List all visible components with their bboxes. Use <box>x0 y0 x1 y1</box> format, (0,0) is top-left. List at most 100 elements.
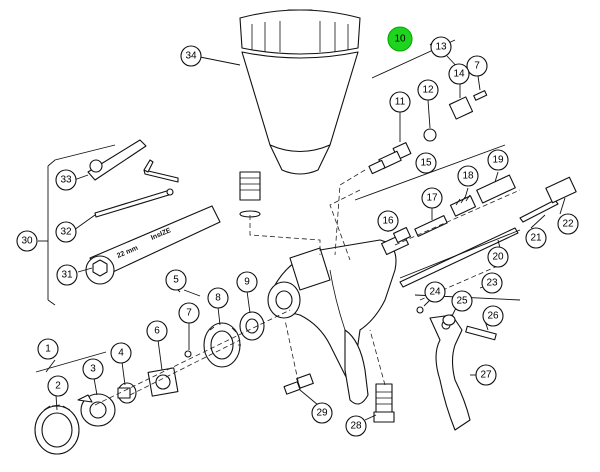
callout-5[interactable]: 5 <box>165 269 187 291</box>
callout-25[interactable]: 25 <box>451 290 473 312</box>
svg-text:28: 28 <box>350 421 362 432</box>
callout-8[interactable]: 8 <box>207 287 229 309</box>
screw-24 <box>416 306 424 314</box>
air-inlet-28 <box>373 383 395 423</box>
screw-7a <box>184 350 192 358</box>
spanner-wrench-31: InsIZE 22 mm <box>85 205 221 285</box>
svg-text:10: 10 <box>394 34 406 45</box>
callout-33[interactable]: 33 <box>55 169 77 191</box>
knob-19 <box>476 174 516 204</box>
callout-9[interactable]: 9 <box>236 271 258 293</box>
callout-28[interactable]: 28 <box>345 415 367 437</box>
callout-26[interactable]: 26 <box>482 305 504 327</box>
spring-17 <box>414 215 448 237</box>
svg-text:27: 27 <box>480 370 492 381</box>
svg-text:7: 7 <box>186 308 192 319</box>
knob-22 <box>545 176 577 204</box>
callout-27[interactable]: 27 <box>475 364 497 386</box>
trigger <box>429 314 471 431</box>
seal-8 <box>203 322 241 368</box>
callout-4[interactable]: 4 <box>110 342 132 364</box>
callout-7-right[interactable]: 7 <box>466 55 488 77</box>
callout-13[interactable]: 13 <box>430 36 452 58</box>
svg-text:13: 13 <box>435 42 447 53</box>
callout-17[interactable]: 17 <box>421 187 443 209</box>
svg-text:16: 16 <box>382 216 394 227</box>
callout-18[interactable]: 18 <box>457 165 479 187</box>
svg-text:29: 29 <box>316 408 328 419</box>
callout-7-left[interactable]: 7 <box>178 302 200 324</box>
svg-text:32: 32 <box>60 227 72 238</box>
callout-31[interactable]: 31 <box>56 264 78 286</box>
svg-text:22: 22 <box>562 219 574 230</box>
svg-text:14: 14 <box>453 69 465 80</box>
callout-34[interactable]: 34 <box>180 45 202 67</box>
svg-text:3: 3 <box>90 364 96 375</box>
svg-text:34: 34 <box>185 51 197 62</box>
callout-21[interactable]: 21 <box>525 227 547 249</box>
svg-text:2: 2 <box>55 381 61 392</box>
callout-14[interactable]: 14 <box>448 63 470 85</box>
svg-text:6: 6 <box>154 326 160 337</box>
callout-12[interactable]: 12 <box>417 79 439 101</box>
o-ring-12 <box>423 128 437 142</box>
svg-text:12: 12 <box>422 85 434 96</box>
callout-24[interactable]: 24 <box>424 281 446 303</box>
svg-text:17: 17 <box>426 193 438 204</box>
callout-2[interactable]: 2 <box>47 375 69 397</box>
needle-valve-16 <box>381 226 412 256</box>
fluid-nozzle-4 <box>117 382 137 404</box>
svg-text:31: 31 <box>61 270 73 281</box>
svg-text:1: 1 <box>45 344 51 355</box>
svg-text:8: 8 <box>215 293 221 304</box>
svg-text:19: 19 <box>492 155 504 166</box>
callout-30[interactable]: 30 <box>16 230 38 252</box>
callout-19[interactable]: 19 <box>487 149 509 171</box>
nut-25 <box>442 314 456 326</box>
callout-20[interactable]: 20 <box>487 246 509 268</box>
svg-text:9: 9 <box>244 277 250 288</box>
callout-22[interactable]: 22 <box>557 213 579 235</box>
callout-6[interactable]: 6 <box>146 320 168 342</box>
callout-16[interactable]: 16 <box>377 210 399 232</box>
svg-text:15: 15 <box>420 158 432 169</box>
svg-text:30: 30 <box>21 236 33 247</box>
callout-11[interactable]: 11 <box>389 91 411 113</box>
svg-text:18: 18 <box>462 171 474 182</box>
spring-18 <box>449 194 477 217</box>
gun-body <box>267 239 397 405</box>
air-cap-ring-2 <box>34 404 80 455</box>
air-cap-3 <box>77 393 116 427</box>
pin-7b <box>473 90 488 101</box>
svg-text:24: 24 <box>429 287 441 298</box>
svg-text:11: 11 <box>395 97 406 108</box>
svg-text:33: 33 <box>60 175 72 186</box>
callout-32[interactable]: 32 <box>55 221 77 243</box>
callout-23[interactable]: 23 <box>481 272 503 294</box>
pin-26 <box>465 325 497 341</box>
svg-text:26: 26 <box>487 311 499 322</box>
callout-29[interactable]: 29 <box>311 402 333 424</box>
pattern-knob-11 <box>368 142 412 175</box>
needle-21 <box>519 199 559 223</box>
svg-text:7: 7 <box>474 61 480 72</box>
allen-key-33 <box>87 139 179 183</box>
callout-10-highlighted[interactable]: 10 <box>387 26 413 52</box>
svg-text:4: 4 <box>118 348 124 359</box>
callout-1[interactable]: 1 <box>37 338 59 360</box>
svg-text:23: 23 <box>486 278 498 289</box>
air-valve-29 <box>283 373 314 395</box>
cleaning-pin-32 <box>94 188 174 218</box>
callout-3[interactable]: 3 <box>82 358 104 380</box>
svg-text:5: 5 <box>173 275 179 286</box>
nut-14 <box>448 96 474 120</box>
callout-15[interactable]: 15 <box>415 152 437 174</box>
svg-text:21: 21 <box>530 233 542 244</box>
assembly-lines <box>94 169 521 406</box>
baffle-6 <box>147 367 179 397</box>
svg-text:20: 20 <box>492 252 504 263</box>
gasket-9 <box>239 311 265 341</box>
paint-cup <box>239 9 361 218</box>
